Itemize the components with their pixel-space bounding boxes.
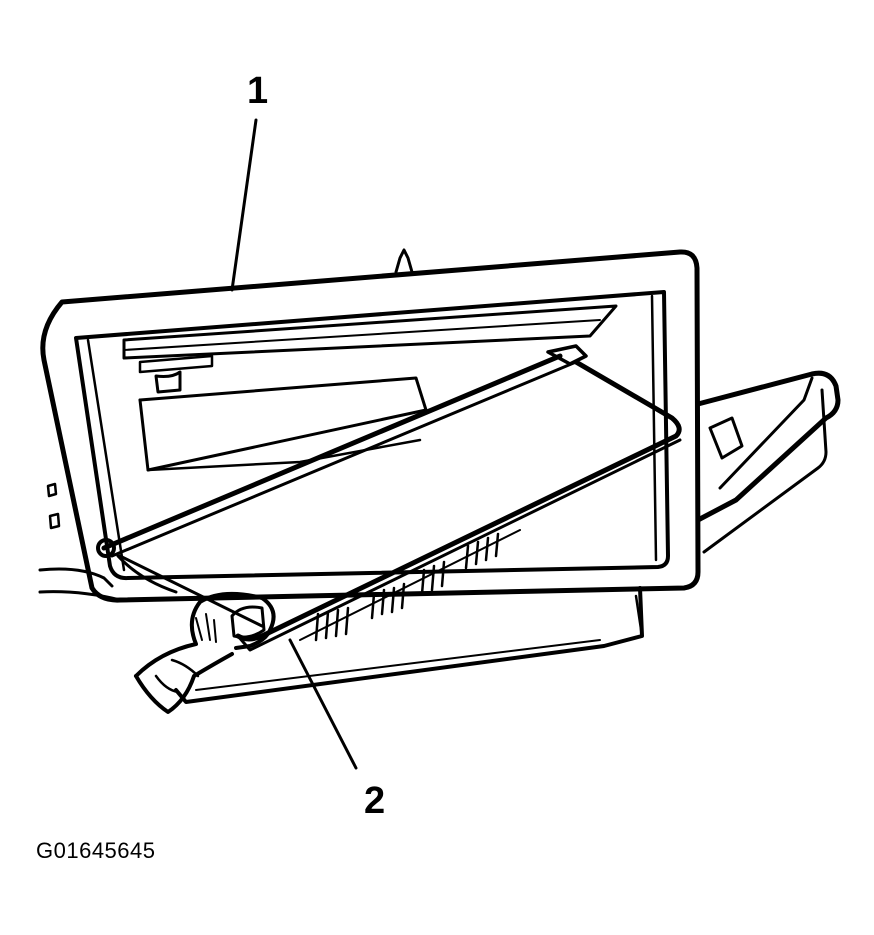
callout-label-1: 1	[247, 70, 269, 112]
technician-hand	[38, 567, 276, 714]
cabin-filter	[96, 344, 682, 652]
leader-line-1	[230, 118, 258, 292]
housing-frame	[40, 248, 701, 603]
leader-line-2	[288, 638, 358, 770]
housing-interior	[122, 304, 618, 472]
leader-lines	[230, 118, 358, 770]
callout-label-2: 2	[364, 780, 386, 822]
figure-id-label: G01645645	[36, 838, 156, 863]
